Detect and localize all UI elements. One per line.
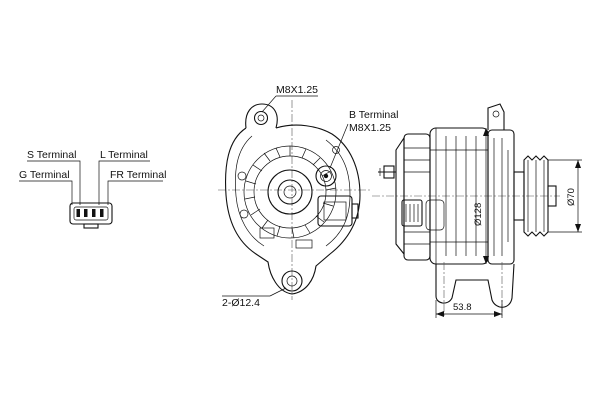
connector-pin	[76, 209, 80, 217]
l-terminal-label: L Terminal	[100, 149, 148, 161]
b-terminal-label: B Terminal	[349, 109, 398, 121]
g-terminal-leader	[19, 180, 73, 205]
front-housing	[487, 129, 515, 265]
body-diameter-dimension: Ø128	[473, 128, 489, 264]
mount-holes-label: 2-Ø12.4	[222, 297, 260, 309]
s-terminal-label: S Terminal	[27, 149, 76, 161]
l-terminal-leader	[98, 160, 150, 205]
pulley-diameter-dimension: Ø70	[548, 159, 582, 233]
alternator-front-view: M8X1.25 B Terminal M8X1.25 2-Ø12.4	[218, 84, 398, 309]
bottom-mount-hole	[281, 270, 303, 292]
cooling-fan	[243, 145, 337, 239]
alternator-side-view: Ø128 Ø70 53.8	[372, 103, 582, 318]
b-terminal-thread-label: M8X1.25	[349, 122, 391, 134]
connector-pin	[92, 209, 96, 217]
side-connector	[401, 199, 423, 227]
connector-pin	[100, 209, 104, 217]
mounting-ear	[435, 263, 515, 308]
m8-top-label: M8X1.25	[276, 84, 318, 96]
b-terminal-post	[315, 165, 337, 187]
rear-hub	[267, 169, 313, 215]
body-diameter-label: Ø128	[473, 203, 484, 226]
connector-diagram: S Terminal L Terminal G Terminal FR Term…	[19, 149, 166, 229]
fr-terminal-label: FR Terminal	[110, 169, 166, 181]
width-label: 53.8	[453, 302, 472, 313]
g-terminal-label: G Terminal	[19, 169, 70, 181]
connector-housing	[69, 202, 113, 225]
width-dimension: 53.8	[435, 300, 503, 318]
s-terminal-leader	[27, 160, 81, 205]
connector-pin	[84, 209, 88, 217]
fr-terminal-leader	[107, 180, 163, 205]
top-bolt-hole	[253, 110, 269, 126]
pulley-diameter-label: Ø70	[566, 188, 577, 206]
